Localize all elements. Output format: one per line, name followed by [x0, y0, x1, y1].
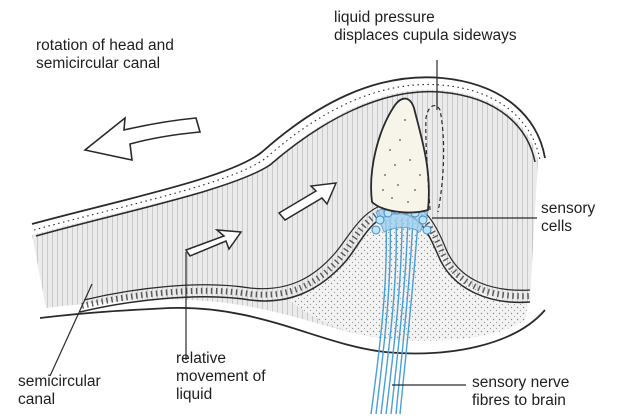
label-sensory-cells-line-2: cells — [541, 218, 595, 236]
label-sensory-cells-line-1: sensory — [541, 200, 595, 218]
label-semicircular-canal-line-1: semicircular — [18, 373, 101, 391]
label-relative-movement: relative movement of liquid — [176, 350, 266, 404]
label-liquid-pressure-line-2: displaces cupula sideways — [334, 27, 517, 45]
rotation-arrow — [85, 118, 200, 160]
label-rotation: rotation of head and semicircular canal — [36, 37, 174, 73]
label-sensory-nerve-line-1: sensory nerve — [472, 374, 569, 392]
label-rotation-line-2: semicircular canal — [36, 55, 174, 73]
label-liquid-pressure: liquid pressure displaces cupula sideway… — [334, 9, 517, 45]
label-liquid-pressure-line-1: liquid pressure — [334, 9, 517, 27]
label-sensory-nerve: sensory nerve fibres to brain — [472, 374, 569, 410]
label-semicircular-canal-line-2: canal — [18, 391, 101, 409]
label-relative-movement-line-3: liquid — [176, 386, 266, 404]
label-relative-movement-line-2: movement of — [176, 368, 266, 386]
label-relative-movement-line-1: relative — [176, 350, 266, 368]
label-sensory-nerve-line-2: fibres to brain — [472, 392, 569, 410]
label-sensory-cells: sensory cells — [541, 200, 595, 236]
label-rotation-line-1: rotation of head and — [36, 37, 174, 55]
label-semicircular-canal: semicircular canal — [18, 373, 101, 409]
